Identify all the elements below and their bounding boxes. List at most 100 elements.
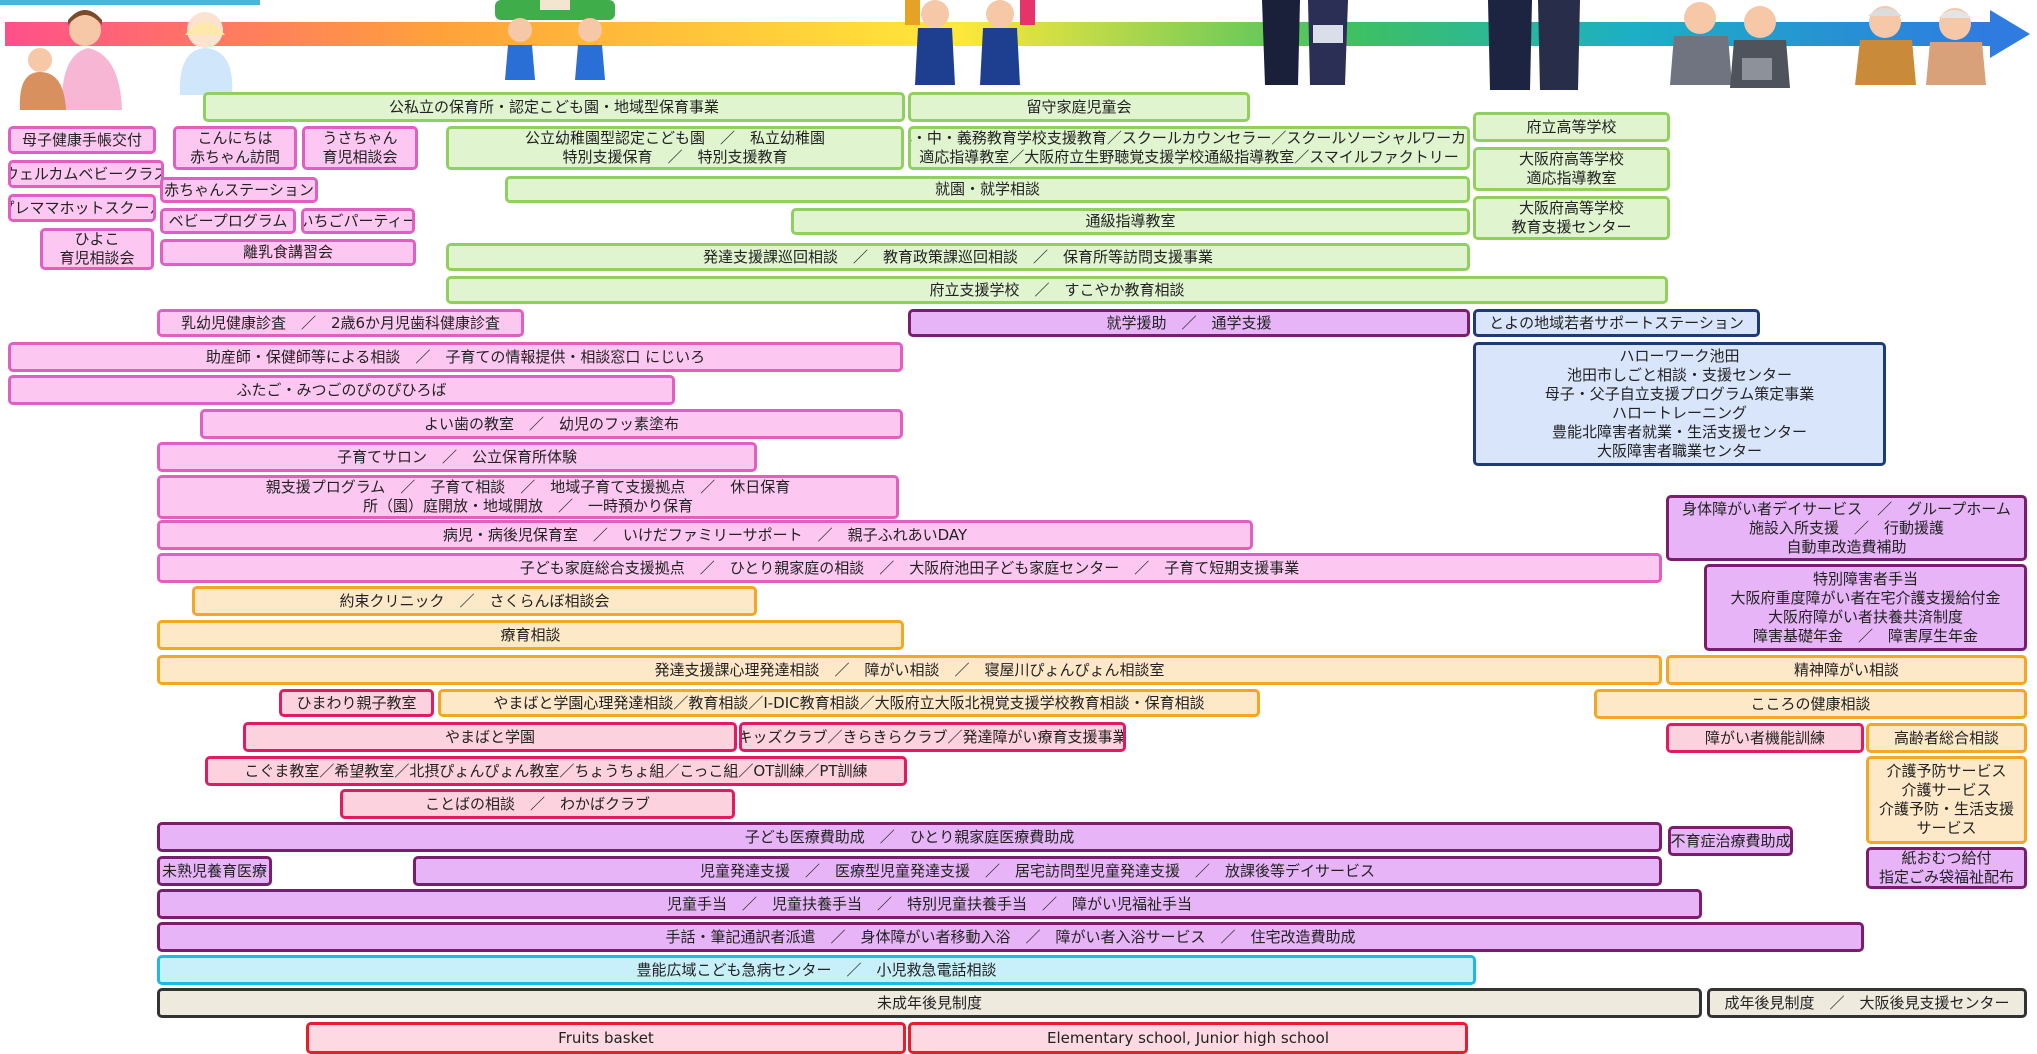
mother-baby-figure (19, 10, 122, 110)
service-box: 障がい者機能訓練 (1666, 723, 1864, 753)
service-box: 親支援プログラム ／ 子育て相談 ／ 地域子育て支援拠点 ／ 休日保育所（園）庭… (157, 475, 899, 519)
service-box-line: 豊能広域こども急病センター ／ 小児救急電話相談 (636, 960, 997, 979)
service-box-line: 府立高等学校 (1526, 117, 1617, 136)
service-box-line: ウェルカムベビークラス (8, 164, 164, 183)
service-box-line: 就園・就学相談 (934, 180, 1040, 198)
service-box: 手話・筆記通訳者派遣 ／ 身体障がい者移動入浴 ／ 障がい者入浴サービス ／ 住… (157, 922, 1864, 952)
high-school-students-figure (1488, 0, 1580, 90)
service-box-line: ひよこ (74, 230, 120, 248)
service-box: こころの健康相談 (1594, 689, 2027, 719)
service-box-line: ハロートレーニング (1611, 404, 1747, 422)
service-box-line: 大阪障害者職業センター (1596, 442, 1762, 460)
service-box-line: 高齢者総合相談 (1893, 728, 1999, 747)
service-box-line: 乳幼児健康診査 ／ 2歳6か月児歯科健康診査 (180, 313, 501, 332)
service-box: 紙おむつ給付指定ごみ袋福祉配布 (1866, 847, 2027, 889)
infant-figure (179, 12, 233, 95)
service-box: とよの地域若者サポートステーション (1473, 309, 1760, 337)
service-box-line: 公立幼稚園型認定こども園 ／ 私立幼稚園 (524, 129, 825, 147)
top-accent-bar (0, 0, 260, 5)
service-box: 発達支援課巡回相談 ／ 教育政策課巡回相談 ／ 保育所等訪問支援事業 (446, 243, 1470, 271)
service-box-line: 大阪府障がい者扶養共済制度 (1767, 607, 1963, 626)
service-box: 留守家庭児童会 (908, 92, 1250, 122)
service-box-line: 通級指導教室 (1085, 212, 1176, 230)
service-box-line: 施設入所支援 ／ 行動援護 (1748, 518, 1944, 537)
service-box: ハローワーク池田池田市しごと相談・支援センター母子・父子自立支援プログラム策定事… (1473, 342, 1886, 466)
service-box: 母子健康手帳交付 (8, 126, 156, 154)
service-box-line: 手話・筆記通訳者派遣 ／ 身体障がい者移動入浴 ／ 障がい者入浴サービス ／ 住… (665, 927, 1356, 946)
service-box-line: こぐま教室／希望教室／北摂ぴょんぴょん教室／ちょうちょ組／こっこ組／OT訓練／P… (244, 761, 868, 780)
service-box: 療育相談 (157, 620, 904, 650)
service-box-line: 自動車改造費補助 (1786, 537, 1907, 556)
service-box-line: 教育支援センター (1511, 218, 1632, 236)
service-box-line: ひまわり親子教室 (296, 693, 417, 712)
service-box: ことばの相談 ／ わかばクラブ (340, 789, 735, 819)
service-box-line: 助産師・保健師等による相談 ／ 子育ての情報提供・相談窓口 にじいろ (205, 347, 706, 366)
service-box: プレママホットスクール (8, 194, 156, 222)
service-box-line: 発達支援課巡回相談 ／ 教育政策課巡回相談 ／ 保育所等訪問支援事業 (702, 247, 1213, 266)
service-box-line: 成年後見制度 ／ 大阪後見支援センター (1724, 993, 2010, 1012)
service-box-line: 子育てサロン ／ 公立保育所体験 (336, 447, 577, 466)
service-box-line: 紙おむつ給付 (1901, 849, 1992, 867)
service-box-line: 身体障がい者デイサービス ／ グループホーム (1682, 499, 2011, 518)
service-box-line: Elementary school, Junior high school (1046, 1028, 1329, 1047)
service-box-line: こんにちは (197, 129, 273, 147)
service-box-line: 介護予防・生活支援 (1878, 800, 2014, 818)
service-box-line: ベビープログラム (168, 211, 288, 230)
service-box: キッズクラブ／きらきらクラブ／発達障がい療育支援事業 (739, 722, 1126, 752)
service-box-line: 親支援プログラム ／ 子育て相談 ／ 地域子育て支援拠点 ／ 休日保育 (265, 478, 791, 496)
service-box-line: 適応指導教室 (1526, 169, 1617, 187)
service-box: 府立高等学校 (1473, 112, 1670, 142)
service-box-line: 母子・父子自立支援プログラム策定事業 (1544, 385, 1815, 403)
service-box-line: 育児相談会 (322, 148, 398, 166)
service-box: 未成年後見制度 (157, 988, 1702, 1018)
service-box-line: 子ども医療費助成 ／ ひとり親家庭医療費助成 (744, 827, 1075, 846)
service-box-line: Fruits basket (558, 1028, 654, 1047)
service-box-line: 児童発達支援 ／ 医療型児童発達支援 ／ 居宅訪問型児童発達支援 ／ 放課後等デ… (699, 861, 1375, 880)
service-box-line: 精神障がい相談 (1793, 660, 1899, 679)
service-box: 子ども家庭総合支援拠点 ／ ひとり親家庭の相談 ／ 大阪府池田子ども家庭センター… (157, 553, 1662, 583)
service-box: 就学援助 ／ 通学支援 (908, 309, 1470, 337)
service-box: 病児・病後児保育室 ／ いけだファミリーサポート ／ 親子ふれあいDAY (157, 520, 1253, 550)
service-box-line: 子ども家庭総合支援拠点 ／ ひとり親家庭の相談 ／ 大阪府池田子ども家庭センター… (519, 558, 1300, 577)
service-box-line: キッズクラブ／きらきらクラブ／発達障がい療育支援事業 (739, 727, 1126, 746)
service-box-line: 母子健康手帳交付 (21, 130, 142, 149)
service-box-line: うさちゃん (322, 129, 398, 147)
kindergarten-children-figure (495, 0, 615, 80)
service-box: やまばと学園心理発達相談／教育相談／I-DIC教育相談／大阪府立大阪北視覚支援学… (438, 689, 1260, 717)
service-box-line: 介護予防サービス (1886, 762, 2007, 780)
service-box-line: 特別障害者手当 (1812, 569, 1918, 588)
service-box-line: 小・中・義務教育学校支援教育／スクールカウンセラー／スクールソーシャルワーカー (908, 129, 1470, 147)
service-box-line: 府立支援学校 ／ すこやか教育相談 (929, 280, 1185, 299)
working-adults-figure (1670, 2, 1790, 88)
service-box-line: 池田市しごと相談・支援センター (1566, 366, 1792, 384)
elderly-couple-figure (1855, 6, 1986, 85)
service-box-line: 所（園）庭開放・地域開放 ／ 一時預かり保育 (362, 497, 693, 515)
service-box: 離乳食講習会 (160, 239, 416, 266)
service-box: 子ども医療費助成 ／ ひとり親家庭医療費助成 (157, 822, 1662, 852)
elementary-students-figure (905, 0, 1035, 85)
service-box: 児童発達支援 ／ 医療型児童発達支援 ／ 居宅訪問型児童発達支援 ／ 放課後等デ… (413, 856, 1662, 886)
service-box: こぐま教室／希望教室／北摂ぴょんぴょん教室／ちょうちょ組／こっこ組／OT訓練／P… (205, 756, 907, 786)
service-box-line: 適応指導教室／大阪府立生野聴覚支援学校通級指導教室／スマイルファクトリー (919, 148, 1459, 166)
junior-high-students-figure (1262, 0, 1348, 85)
service-box-line: 赤ちゃんステーション (164, 180, 314, 199)
service-box: 成年後見制度 ／ 大阪後見支援センター (1707, 988, 2027, 1018)
service-box: 発達支援課心理発達相談 ／ 障がい相談 ／ 寝屋川ぴょんぴょん相談室 (157, 655, 1662, 685)
service-box: やまばと学園 (243, 722, 737, 752)
service-box-line: とよの地域若者サポートステーション (1489, 313, 1744, 332)
service-box: ウェルカムベビークラス (8, 160, 164, 188)
service-box-line: ふたご・みつごのぴのぴひろば (236, 380, 447, 399)
service-box: よい歯の教室 ／ 幼児のフッ素塗布 (200, 409, 903, 439)
service-box-line: 未熟児養育医療 (161, 861, 267, 880)
service-box: 児童手当 ／ 児童扶養手当 ／ 特別児童扶養手当 ／ 障がい児福祉手当 (157, 889, 1702, 919)
service-box: 乳幼児健康診査 ／ 2歳6か月児歯科健康診査 (157, 309, 524, 337)
service-box: こんにちは赤ちゃん訪問 (173, 126, 297, 170)
service-box-line: 留守家庭児童会 (1026, 97, 1132, 116)
service-box-line: 離乳食講習会 (242, 243, 333, 261)
service-box: 助産師・保健師等による相談 ／ 子育ての情報提供・相談窓口 にじいろ (8, 342, 903, 372)
service-box: 就園・就学相談 (505, 176, 1470, 203)
service-box-line: 就学援助 ／ 通学支援 (1106, 313, 1272, 332)
service-box-line: 発達支援課心理発達相談 ／ 障がい相談 ／ 寝屋川ぴょんぴょん相談室 (654, 660, 1165, 679)
service-box-line: 障害基礎年金 ／ 障害厚生年金 (1752, 626, 1978, 645)
